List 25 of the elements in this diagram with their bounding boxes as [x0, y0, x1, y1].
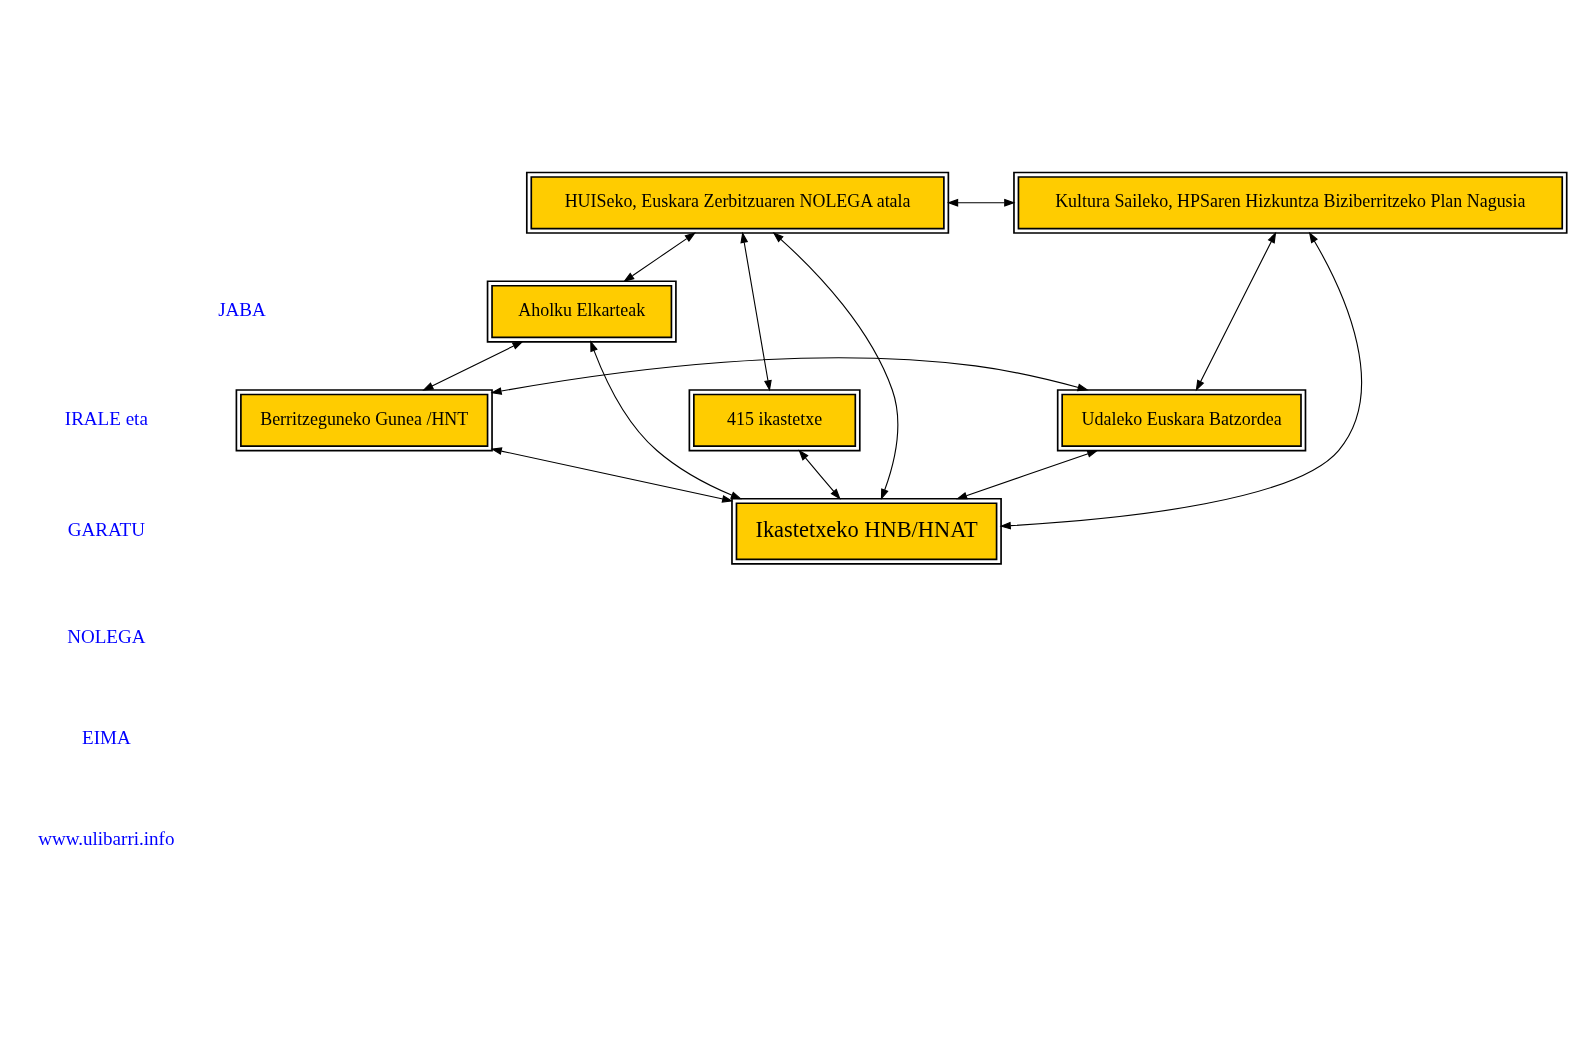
label: EIMA: [82, 726, 131, 748]
arrow: [623, 232, 696, 283]
arrow: [422, 341, 524, 391]
arrow: [740, 231, 772, 392]
arrow: [999, 231, 1363, 530]
node-box: 415 ikastetxe: [688, 389, 861, 452]
label: www.ulibarri.info: [38, 827, 175, 849]
arrow: [956, 450, 1099, 500]
arrow: [590, 340, 742, 500]
node-box: HUISeko, Euskara Zerbitzuaren NOLEGA atala: [525, 171, 950, 234]
node-box: Udaleko Euskara Batzordea: [1056, 389, 1307, 452]
label: IRALE eta: [64, 407, 148, 429]
arrow: [946, 198, 1016, 207]
node-box: Berritzeguneko Gunea /HNT: [235, 389, 493, 452]
label: GARATU: [67, 518, 145, 540]
node-box: Ikastetxeko HNB/HNAT: [731, 497, 1002, 565]
node-box: Aholku Elkarteak: [486, 280, 677, 343]
arrow: [490, 357, 1089, 395]
arrow: [1195, 231, 1277, 392]
label: JABA: [218, 299, 266, 321]
arrow: [798, 449, 841, 500]
node-box: Kultura Saileko, HPSaren Hizkuntza Biziberritzeko Plan Nagusia: [1013, 171, 1568, 234]
arrow: [772, 232, 899, 501]
arrow: [490, 447, 734, 503]
label: NOLEGA: [67, 625, 146, 647]
